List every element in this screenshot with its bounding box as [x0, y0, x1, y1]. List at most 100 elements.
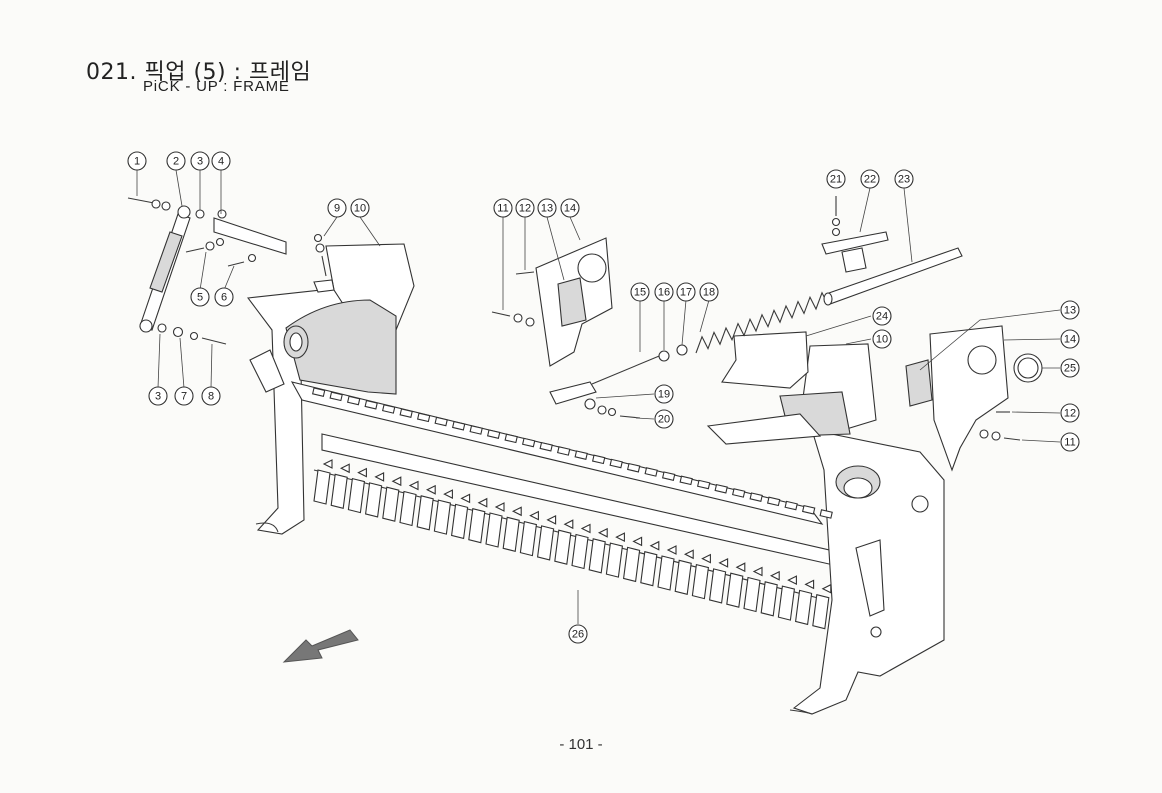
tine [433, 499, 452, 535]
strip-tooth [346, 395, 361, 406]
strip-tooth [504, 433, 518, 444]
svg-text:5: 5 [197, 292, 203, 304]
tine [536, 525, 555, 561]
tine [726, 572, 744, 608]
svg-text:2: 2 [173, 156, 179, 168]
tine-clip [666, 545, 677, 555]
tine [347, 477, 366, 514]
tine-clip [477, 497, 488, 508]
tine-clip [821, 583, 832, 594]
callout-13: 13 [537, 198, 557, 218]
tine [760, 581, 778, 617]
tine-clip [443, 489, 453, 499]
tine [468, 508, 486, 544]
tine-clip [391, 476, 402, 487]
strip-tooth [819, 509, 833, 519]
page-number: - 101 - [559, 736, 603, 753]
svg-text:10: 10 [354, 203, 366, 215]
svg-text:15: 15 [634, 287, 646, 299]
tine-clip [735, 562, 746, 573]
tine-clip [374, 472, 385, 482]
svg-text:3: 3 [155, 391, 161, 403]
shock-absorber-assembly [127, 169, 287, 389]
strip-tooth [696, 479, 711, 490]
tine [416, 495, 434, 531]
callout-14: 14 [560, 198, 580, 218]
tine-clip [339, 463, 350, 474]
tine [554, 529, 572, 565]
tine-clip [752, 566, 763, 577]
svg-text:20: 20 [658, 414, 670, 426]
tine [708, 568, 727, 604]
tine [382, 486, 400, 522]
strip-tooth [329, 391, 343, 402]
callout-3: 3 [190, 151, 210, 171]
svg-text:9: 9 [334, 203, 340, 215]
svg-text:7: 7 [181, 391, 187, 403]
svg-text:3: 3 [197, 156, 203, 168]
tine-clip [701, 553, 711, 564]
tine [812, 594, 830, 630]
callout-23: 23 [894, 169, 914, 189]
strip-tooth [451, 420, 466, 431]
tine [657, 555, 675, 591]
strip-tooth [416, 412, 431, 423]
tine-clip [718, 558, 729, 568]
svg-text:11: 11 [497, 203, 508, 215]
callout-11: 11 [493, 198, 513, 218]
tine-clip [649, 540, 660, 551]
callout-1: 1 [127, 151, 147, 171]
svg-text:14: 14 [564, 203, 576, 215]
page-subtitle: PiCK - UP : FRAME [143, 78, 290, 95]
tine [794, 589, 813, 626]
tine [691, 563, 710, 600]
tine [571, 533, 589, 570]
callout-3: 3 [148, 386, 168, 406]
tine-clip [546, 515, 557, 525]
svg-text:12: 12 [1064, 408, 1076, 420]
tine-clip [529, 510, 539, 521]
svg-text:26: 26 [572, 629, 584, 641]
tine [364, 482, 383, 518]
svg-text:13: 13 [541, 203, 553, 215]
strip-tooth [486, 429, 501, 439]
svg-text:24: 24 [876, 311, 888, 323]
svg-text:16: 16 [658, 287, 670, 299]
tine-clip [787, 575, 797, 585]
tine [330, 473, 348, 509]
strip-tooth [434, 416, 448, 427]
svg-text:14: 14 [1064, 334, 1076, 346]
strip-tooth [311, 387, 326, 397]
tine-clip [357, 467, 367, 478]
tine-clip [460, 493, 471, 504]
svg-text:18: 18 [703, 287, 715, 299]
tine [588, 538, 606, 574]
strip-tooth [801, 504, 816, 515]
strip-tooth [574, 450, 588, 460]
strip-tooth [399, 408, 413, 418]
bearing-plate-right [805, 309, 1061, 472]
svg-text:12: 12 [519, 203, 531, 215]
tine-row [311, 387, 833, 630]
strip-tooth [784, 500, 798, 511]
strip-tooth [556, 446, 571, 456]
callout-2: 2 [166, 151, 186, 171]
callout-9: 9 [327, 198, 347, 218]
tine-clip [425, 484, 436, 495]
tine-clip [683, 549, 694, 560]
tine [605, 542, 624, 578]
callout-10: 10 [350, 198, 370, 218]
tine [674, 559, 692, 595]
callout-26: 26 [568, 624, 588, 644]
svg-text:21: 21 [830, 174, 842, 186]
strip-tooth [469, 425, 483, 435]
svg-text:25: 25 [1064, 363, 1076, 375]
strip-tooth [364, 399, 378, 410]
svg-text:19: 19 [658, 389, 670, 401]
svg-text:17: 17 [680, 287, 692, 299]
callout-16: 16 [654, 282, 674, 302]
callout-5: 5 [190, 287, 210, 307]
